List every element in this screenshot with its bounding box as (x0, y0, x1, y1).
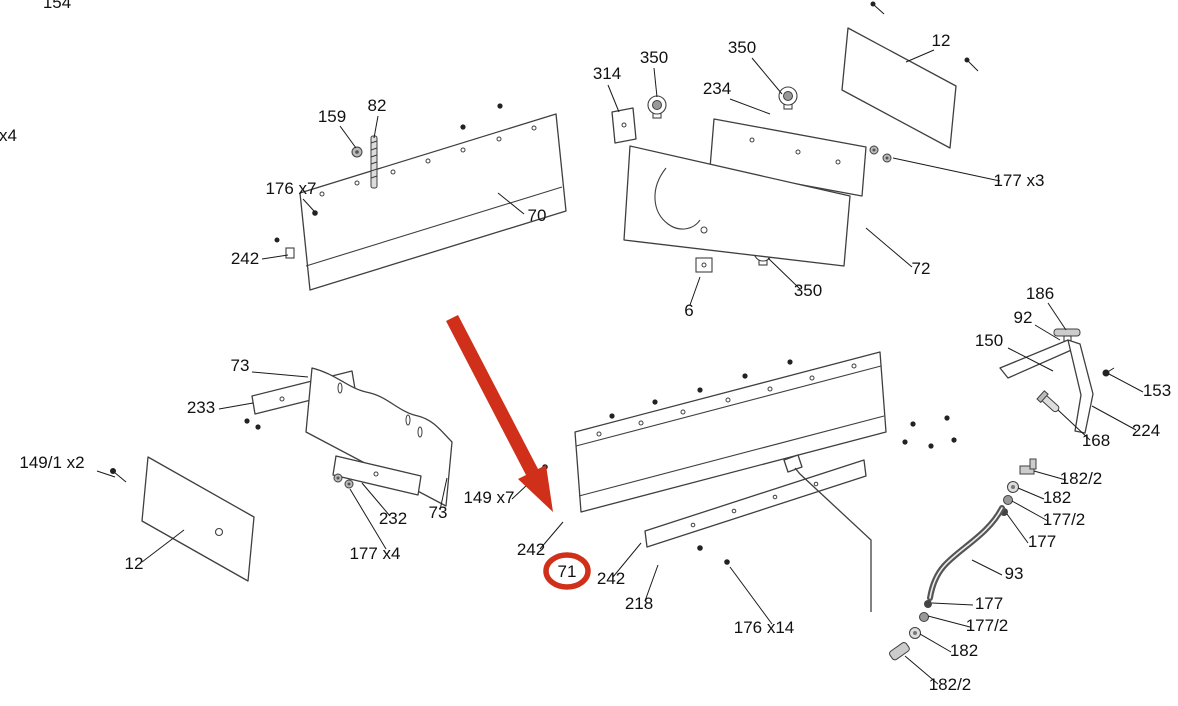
washer-177-2-low-icon (919, 612, 929, 622)
part-label-224: 224 (1132, 421, 1160, 440)
fitting-182-2-top-icon (1019, 458, 1037, 475)
bolt-168-icon (1036, 390, 1060, 413)
part-label-233: 233 (187, 398, 215, 417)
part-label-168: 168 (1082, 431, 1110, 450)
panel-72 (623, 145, 851, 267)
part-label-154: 154 (43, 0, 71, 12)
part-label-x4: x4 (0, 126, 17, 145)
leader-lines (96, 49, 1144, 685)
screw-153-icon (1102, 369, 1110, 377)
part-label-72: 72 (912, 259, 931, 278)
part-label-218: 218 (625, 594, 653, 613)
fitting-182-2-low-icon (889, 642, 910, 661)
part-label-182-2-b: 182/2 (929, 675, 972, 694)
part-label-242-c: 242 (597, 569, 625, 588)
part-label-12-a: 12 (932, 31, 951, 50)
handle-186-icon (1053, 328, 1081, 337)
highlight-arrow-icon (446, 315, 553, 512)
linkage-outline (794, 467, 872, 612)
part-label-182-b: 182 (950, 641, 978, 660)
part-label-350-a: 350 (640, 48, 668, 67)
part-label-12-b: 12 (125, 554, 144, 573)
part-label-176x7: 176 x7 (265, 179, 316, 198)
panel-72-group (611, 86, 867, 273)
part-label-177x4: 177 x4 (349, 544, 400, 563)
panel-71 (574, 351, 887, 513)
highlight-circle-71-icon (543, 552, 591, 590)
panel-12-bottom-left (141, 456, 255, 582)
rod-93 (927, 505, 1005, 601)
panel-12-top-right (841, 27, 957, 149)
knob-350-icon (778, 86, 798, 110)
part-label-186: 186 (1026, 284, 1054, 303)
part-label-92: 92 (1014, 308, 1033, 327)
strip-234 (709, 118, 867, 197)
part-label-159: 159 (318, 107, 346, 126)
annotations (446, 315, 591, 590)
tab-bracket (783, 454, 803, 473)
threaded-rod-82-icon (370, 135, 378, 189)
part-label-73-a: 73 (231, 356, 250, 375)
part-label-177-2-b: 177/2 (966, 616, 1009, 635)
nut-177-low-icon (924, 600, 932, 608)
washer-177-2-top-icon (1003, 495, 1013, 505)
part-label-177-2-a: 177/2 (1043, 510, 1086, 529)
part-label-177-a: 177 (1028, 532, 1056, 551)
panel-70 (299, 113, 567, 291)
part-label-176x14: 176 x14 (734, 618, 795, 637)
panel-12-bottom-left-group (110, 456, 255, 582)
part-label-82: 82 (368, 96, 387, 115)
part-label-153: 153 (1143, 381, 1171, 400)
clip-242 (285, 247, 295, 259)
part-label-70: 70 (528, 206, 547, 225)
part-label-350-c: 350 (794, 281, 822, 300)
part-label-232: 232 (379, 509, 407, 528)
part-labels: 154 x4 159 82 176 x7 242 70 314 350 350 … (0, 0, 1171, 694)
part-label-182-a: 182 (1043, 488, 1071, 507)
part-label-6: 6 (684, 301, 693, 320)
part-label-234: 234 (703, 79, 731, 98)
lever-arm-150 (999, 339, 1077, 379)
part-label-177x3: 177 x3 (993, 171, 1044, 190)
part-label-182-2-a: 182/2 (1060, 469, 1103, 488)
panel-70-group (274, 103, 567, 291)
lever-assembly-group (889, 328, 1115, 661)
part-label-242-a: 242 (231, 249, 259, 268)
part-label-149x7: 149 x7 (463, 488, 514, 507)
panel-12-top-right-group (841, 1, 979, 163)
panel-73 (305, 367, 453, 507)
part-label-71-circled: 71 (558, 562, 577, 581)
part-label-150: 150 (975, 331, 1003, 350)
lever-bend-224 (1067, 339, 1094, 434)
part-label-242-b: 242 (517, 540, 545, 559)
panel-72-cutout (654, 167, 701, 230)
part-label-93: 93 (1005, 564, 1024, 583)
knob-350-icon (647, 95, 667, 119)
part-label-314: 314 (593, 64, 621, 83)
strip-218 (644, 459, 867, 548)
panel-73-group (244, 367, 453, 507)
part-label-73-b: 73 (429, 503, 448, 522)
part-label-177-b: 177 (975, 594, 1003, 613)
part-label-149-1-x2: 149/1 x2 (19, 453, 84, 472)
part-label-350-b: 350 (728, 38, 756, 57)
